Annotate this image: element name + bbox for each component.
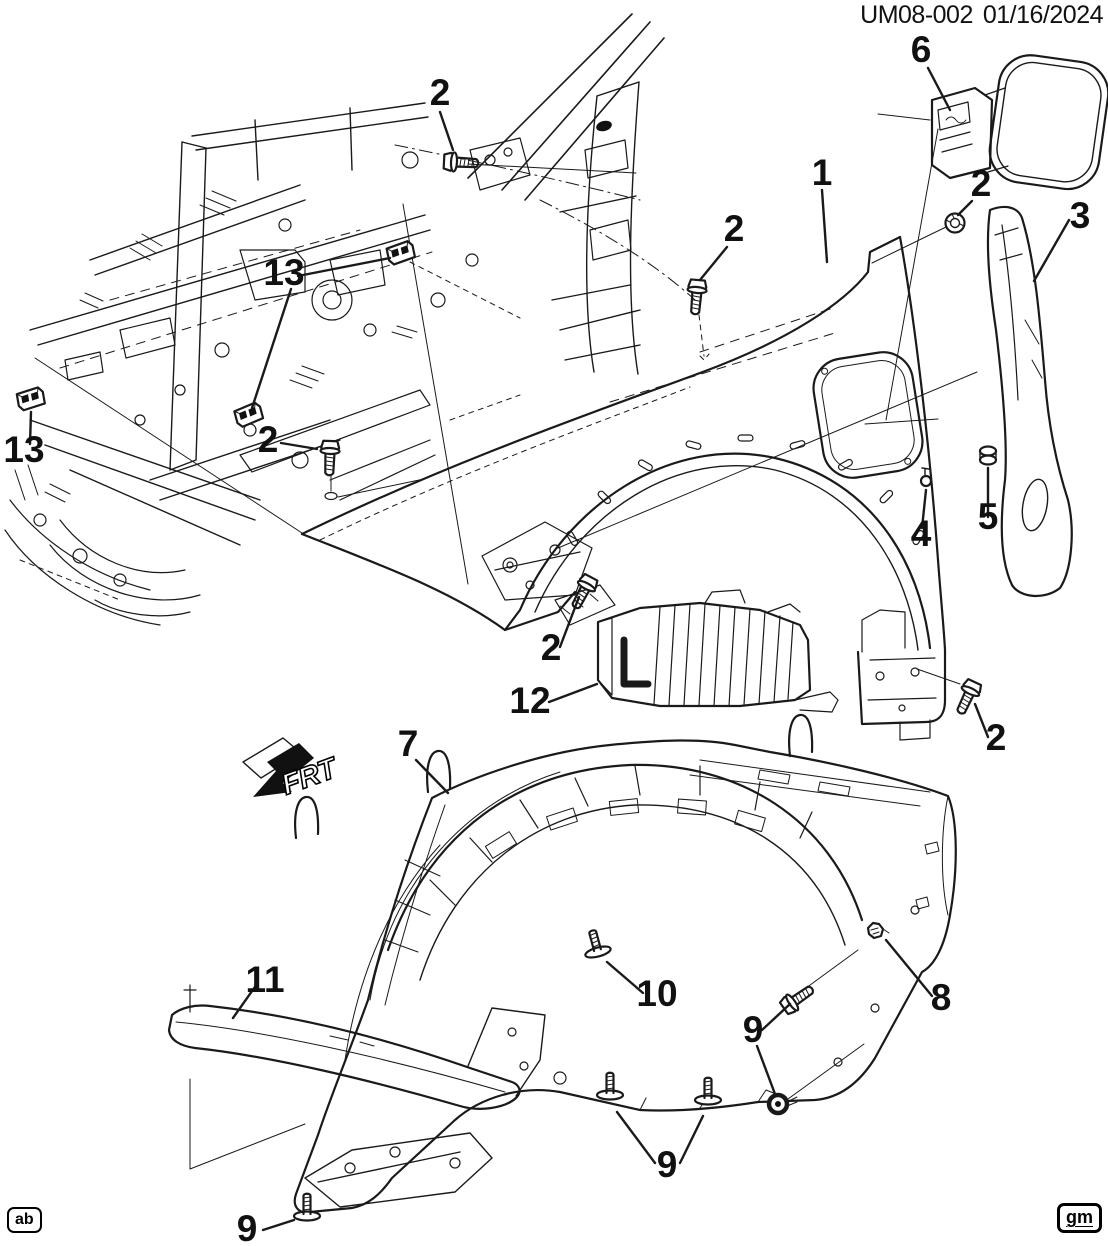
part-fuel-door [930, 54, 1108, 191]
part-insulator [596, 589, 839, 713]
callout-13a: 13 [263, 252, 304, 293]
arch-slot-holes [566, 434, 925, 546]
clip-icon [384, 239, 417, 267]
part-pillar-applique [986, 205, 1073, 597]
clip-icon [15, 385, 47, 413]
stud-icon [919, 467, 933, 488]
drawing-code: UM08-002 [860, 1, 973, 29]
frt-arrow-icon [253, 743, 314, 797]
bolt-icon [684, 278, 709, 317]
part-air-deflector [167, 984, 546, 1110]
leader-lines [28, 66, 1071, 1232]
wheel-arch-flange [503, 452, 932, 650]
projection-lines [34, 113, 978, 1170]
callout-2e: 2 [541, 627, 562, 668]
drawing-date: 01/16/2024 [982, 1, 1104, 29]
fender-outline [300, 235, 902, 536]
callout-1: 1 [812, 152, 833, 193]
nut-icon [944, 212, 966, 234]
callout-labels: 1 2 2 2 2 2 2 3 4 5 6 7 8 9 9 9 10 11 12… [3, 29, 1090, 1246]
screw-icon [578, 926, 613, 961]
clip-nut-icon [978, 445, 998, 466]
callout-8: 8 [931, 977, 952, 1018]
callout-12: 12 [509, 680, 550, 721]
clip-icon [866, 921, 890, 940]
screw-icon [693, 1076, 723, 1106]
callout-2d: 2 [258, 419, 279, 460]
page-mark-left: ab [7, 1207, 42, 1233]
callout-7: 7 [398, 723, 419, 764]
part-wheelhouse-liner [293, 713, 957, 1214]
body-structure-sketch [4, 13, 696, 626]
grommet-icon [766, 1092, 798, 1116]
part-fender [300, 235, 947, 741]
callout-9a: 9 [743, 1009, 764, 1050]
insulator-L-mark [620, 636, 652, 688]
callout-4: 4 [911, 513, 932, 554]
bolt-icon [318, 439, 341, 477]
callout-6: 6 [911, 29, 932, 70]
page-mark-left-label: ab [15, 1211, 34, 1228]
screw-icon [292, 1192, 322, 1222]
drawing-header: UM08-002 01/16/2024 [850, 1, 1103, 30]
frt-indicator: FRT [242, 737, 344, 802]
callout-2a: 2 [430, 72, 451, 113]
callout-9b: 9 [657, 1144, 678, 1185]
gm-logo: gm [1057, 1203, 1102, 1233]
fasteners [15, 150, 998, 1222]
liner-rib-slots [484, 798, 766, 859]
callout-2c: 2 [724, 208, 745, 249]
gm-logo-label: gm [1066, 1207, 1093, 1227]
callout-13b: 13 [3, 429, 44, 470]
callout-2f: 2 [986, 717, 1007, 758]
fuel-opening [812, 351, 924, 479]
screw-icon [595, 1071, 625, 1101]
callout-10: 10 [636, 973, 677, 1014]
callout-2b: 2 [971, 163, 992, 204]
callout-9c: 9 [237, 1208, 258, 1246]
callout-5: 5 [978, 496, 999, 537]
bolt-icon [565, 571, 601, 614]
callout-3: 3 [1070, 195, 1091, 236]
callout-11: 11 [245, 959, 284, 1000]
